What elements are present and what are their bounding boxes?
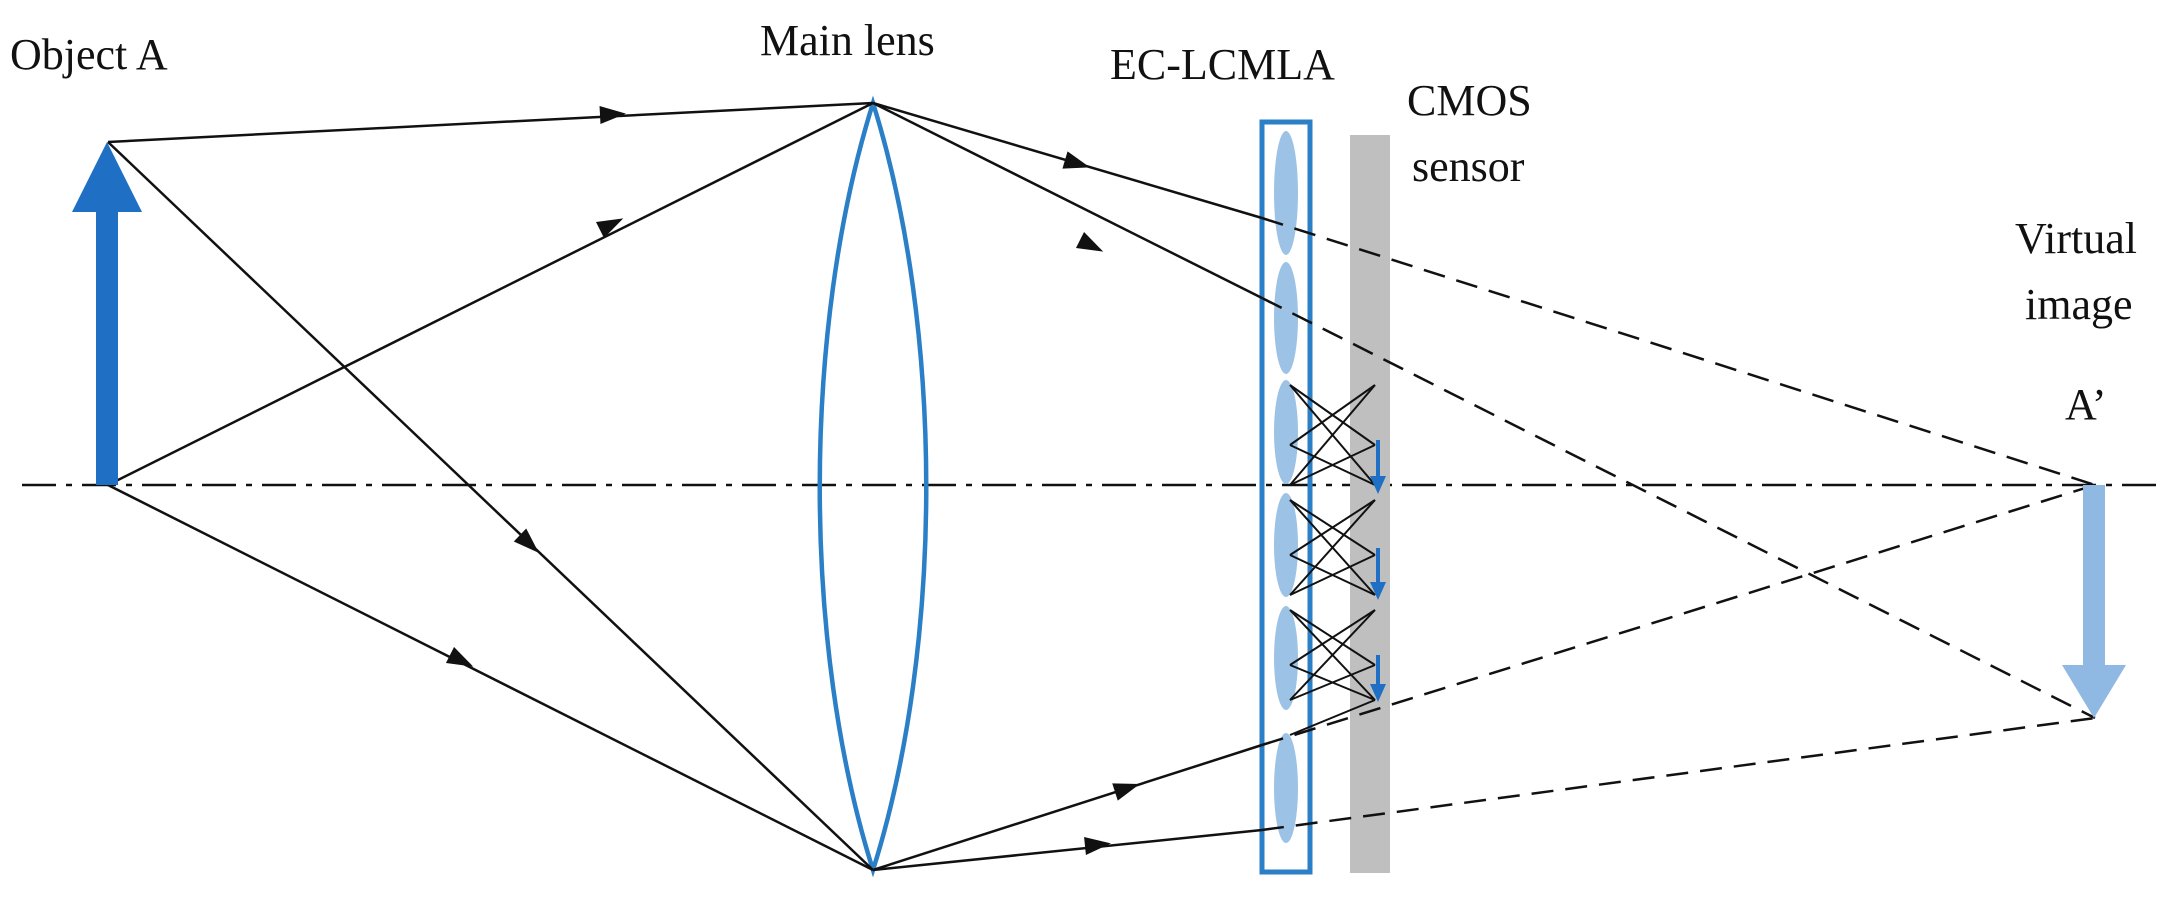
- subimage-ray: [1289, 609, 1376, 701]
- ray-arrowhead: [1084, 837, 1111, 855]
- microlens-6: [1274, 733, 1298, 843]
- ray-arrowhead: [595, 218, 624, 239]
- refracted-ray-4: [872, 828, 1263, 872]
- object-label: Object A: [10, 30, 168, 79]
- ray-arrowhead: [1112, 783, 1140, 801]
- ray-arrowhead: [1075, 231, 1104, 252]
- ray-arrowhead: [513, 528, 539, 553]
- dashed-ray-1: [1261, 216, 2096, 487]
- object-arrow: [72, 142, 142, 485]
- subimage-ray: [1289, 554, 1376, 596]
- ray-top-to-lens-bottom: [107, 141, 874, 871]
- ray-axis-to-lens-bottom: [107, 483, 874, 872]
- subimage-ray: [1289, 499, 1376, 596]
- dashed-ray-2: [1261, 296, 2096, 720]
- microlens-2: [1274, 262, 1298, 374]
- microlens-1: [1274, 131, 1298, 255]
- virtual-label-line1: Virtual: [2015, 214, 2137, 263]
- image-point-label: A’: [2065, 380, 2107, 429]
- subimage-ray: [1289, 499, 1376, 556]
- ray-arrowhead: [599, 106, 626, 124]
- virtual-image-arrow: [2062, 485, 2126, 718]
- microlens-5: [1274, 606, 1298, 710]
- subimage-ray: [1289, 664, 1376, 701]
- microlens-3: [1274, 380, 1298, 484]
- microlens-array: [1274, 131, 1298, 843]
- sensor-image-arrow-1: [1370, 440, 1386, 494]
- sensor-image-arrow-2: [1370, 548, 1386, 600]
- refracted-ray-2: [872, 101, 1263, 300]
- cmos-label-line1: CMOS: [1407, 76, 1532, 125]
- microlens-4: [1274, 493, 1298, 597]
- ray-arrowhead: [1062, 151, 1090, 169]
- virtual-extension-rays: [1261, 216, 2096, 832]
- sensor-subimages: [1370, 440, 1386, 702]
- subimage-ray: [1289, 699, 1376, 736]
- refracted-rays: [872, 101, 1263, 872]
- main-lens: [817, 95, 929, 878]
- cmos-label-line2: sensor: [1412, 142, 1525, 191]
- main-lens-label: Main lens: [760, 16, 935, 65]
- subimage-ray: [1289, 384, 1376, 486]
- subimage-ray: [1289, 609, 1376, 666]
- virtual-label-line2: image: [2025, 280, 2133, 329]
- ray-top-to-lens-top: [107, 101, 874, 144]
- dashed-ray-3: [1261, 483, 2096, 747]
- microlens-array-frame: [1259, 119, 1313, 875]
- ray-direction-arrows: [445, 106, 1140, 855]
- subimage-ray: [1289, 444, 1376, 486]
- microlens-array-label: EC-LCMLA: [1110, 40, 1335, 89]
- subimage-ray: [1289, 384, 1376, 446]
- subimage-rays: [1289, 384, 1376, 736]
- dashed-ray-4: [1261, 716, 2096, 832]
- ray-axis-to-lens-top: [107, 101, 874, 487]
- refracted-ray-3: [872, 743, 1263, 872]
- ray-arrowhead: [445, 646, 474, 667]
- sensor-image-arrow-3: [1370, 655, 1386, 702]
- incident-rays: [107, 101, 874, 872]
